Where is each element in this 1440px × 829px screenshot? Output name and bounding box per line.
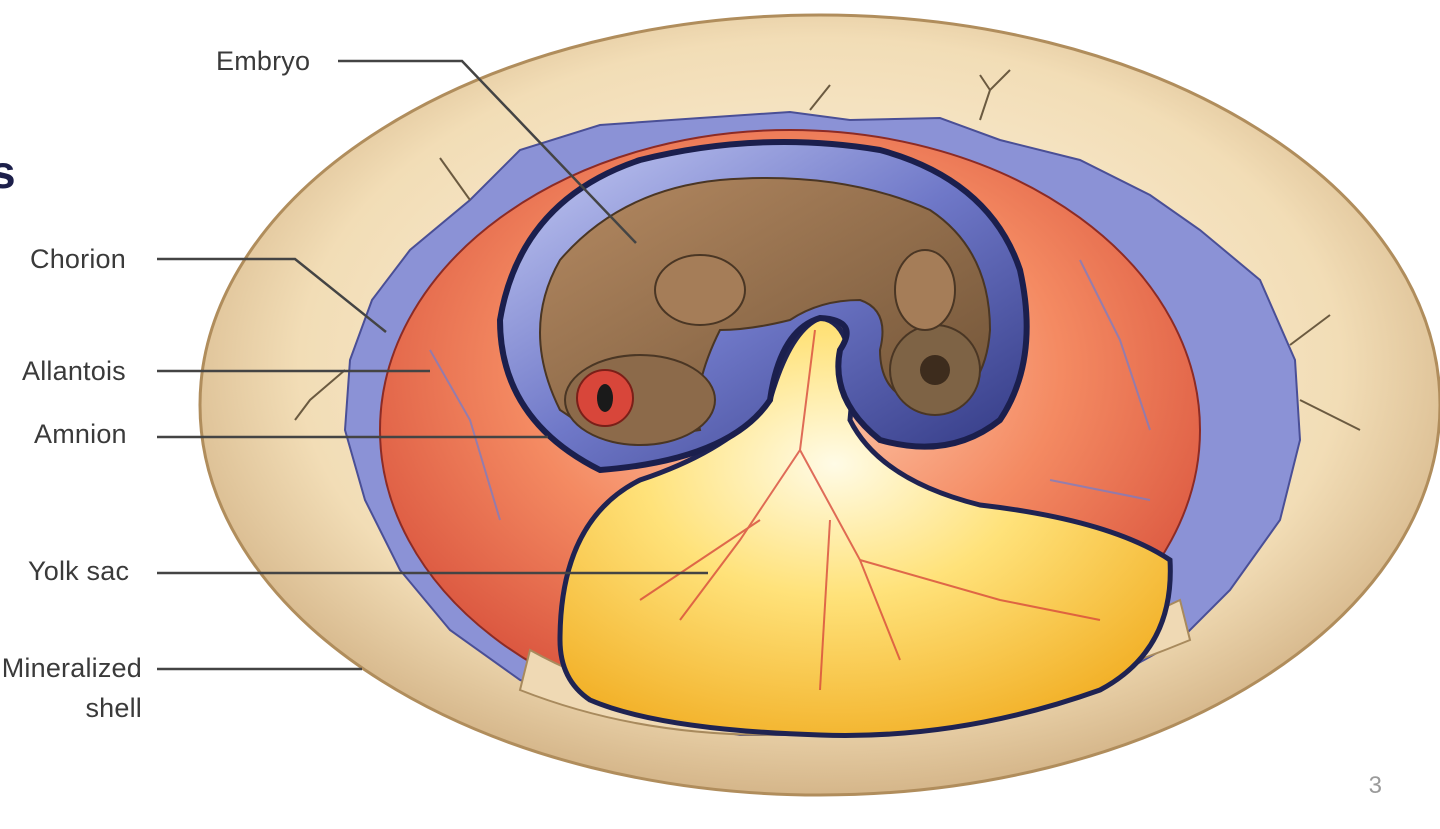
heading-fragment: s [0,146,16,198]
embryo-pupil [597,384,613,412]
yolk-veins [639,329,1101,691]
bullet-fragment: : [0,236,1,276]
embryo-tail-tip [920,355,950,385]
label-shell-line2: shell [85,693,142,723]
label-embryo: Embryo [216,46,311,76]
embryo-forelimb [654,254,746,326]
label-amnion: Amnion [34,419,127,449]
label-chorion: Chorion [30,244,126,274]
shell-cracks [294,69,1361,431]
label-allantois: Allantois [22,356,126,386]
label-mineralized-shell: Mineralized shell [2,648,142,728]
leader-chorion [157,257,387,333]
leader-embryo [338,59,637,244]
page-number: 3 [1368,772,1382,799]
embryo-hindlimb [894,249,956,331]
label-shell-line1: Mineralized [1,653,142,683]
allantois-veins [429,259,1151,521]
label-yolk-sac: Yolk sac [28,556,130,586]
leader-lines [157,59,708,671]
